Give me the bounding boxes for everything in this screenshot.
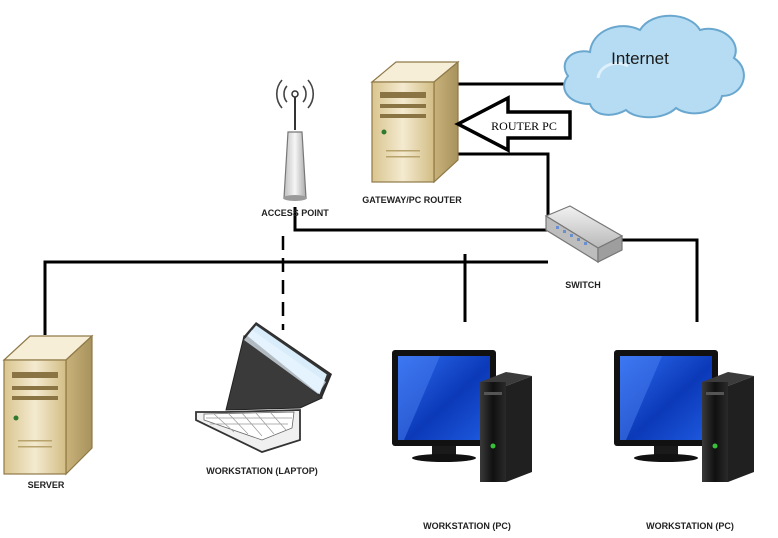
switch-label: SWITCH bbox=[565, 280, 601, 290]
pc1-label: WORKSTATION (PC) bbox=[423, 521, 511, 531]
wifi-signal-icon bbox=[275, 79, 315, 109]
router-pc-arrow: ROUTER PC bbox=[454, 95, 572, 153]
link-gateway-switch bbox=[455, 152, 550, 216]
internet-label: Internet bbox=[611, 49, 669, 68]
pc2-label: WORKSTATION (PC) bbox=[646, 521, 734, 531]
laptop-label: WORKSTATION (LAPTOP) bbox=[206, 466, 318, 476]
switch-icon bbox=[544, 205, 624, 264]
link-main-bus bbox=[43, 260, 548, 335]
router-pc-label: ROUTER PC bbox=[491, 119, 557, 133]
gateway-label: GATEWAY/PC ROUTER bbox=[362, 195, 462, 205]
link-ap-switch bbox=[293, 207, 548, 232]
pc1-icon bbox=[392, 350, 532, 482]
server-label: SERVER bbox=[28, 480, 65, 490]
access-point-label: ACCESS POINT bbox=[261, 208, 329, 218]
connection-lines bbox=[43, 82, 699, 335]
laptop-icon bbox=[195, 322, 332, 453]
link-switch-pc2 bbox=[612, 238, 699, 322]
gateway-router-icon bbox=[370, 60, 460, 184]
server-icon bbox=[2, 334, 94, 476]
internet-cloud: Internet bbox=[563, 14, 745, 119]
access-point-icon bbox=[275, 79, 315, 201]
pc2-icon bbox=[614, 350, 754, 482]
